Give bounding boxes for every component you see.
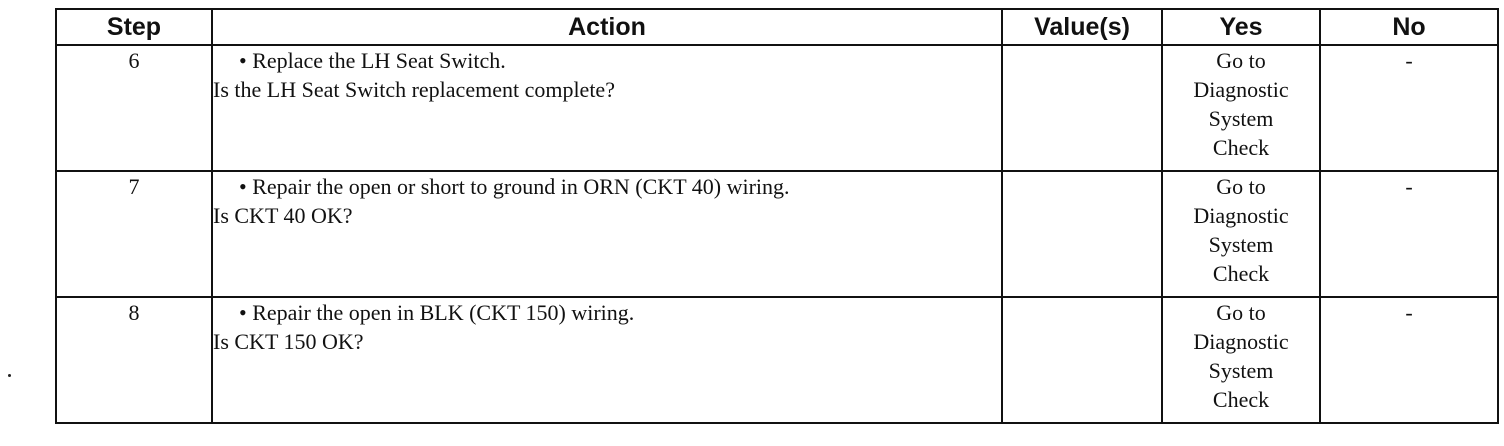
diagnostic-table: Step Action Value(s) Yes No 6 • Replace …: [55, 8, 1499, 424]
yes-text-line: Go to: [1216, 300, 1266, 325]
yes-text-line: System: [1208, 358, 1274, 383]
yes-text-line: System: [1208, 232, 1274, 257]
header-no: No: [1319, 8, 1499, 46]
yes-text-line: Diagnostic: [1193, 77, 1289, 102]
action-cell: • Replace the LH Seat Switch. Is the LH …: [211, 44, 1003, 172]
action-instruction: • Replace the LH Seat Switch.: [239, 48, 506, 73]
yes-cell: Go to Diagnostic System Check: [1161, 296, 1321, 424]
action-instruction: • Repair the open or short to ground in …: [239, 174, 790, 199]
action-instruction: • Repair the open in BLK (CKT 150) wirin…: [239, 300, 635, 325]
yes-text-line: Go to: [1216, 174, 1266, 199]
yes-text-line: System: [1208, 106, 1274, 131]
step-cell: 8: [55, 296, 213, 424]
header-row: Step Action Value(s) Yes No: [55, 8, 1499, 46]
yes-text-line: Go to: [1216, 48, 1266, 73]
yes-cell: Go to Diagnostic System Check: [1161, 170, 1321, 298]
no-cell: -: [1319, 170, 1499, 298]
values-cell: [1001, 44, 1163, 172]
yes-text-line: Diagnostic: [1193, 329, 1289, 354]
values-cell: [1001, 296, 1163, 424]
values-cell: [1001, 170, 1163, 298]
step-cell: 7: [55, 170, 213, 298]
yes-text-line: Check: [1212, 387, 1270, 412]
action-question: Is the LH Seat Switch replacement comple…: [213, 77, 615, 102]
stray-dot: [8, 374, 11, 377]
header-action: Action: [211, 8, 1003, 46]
no-cell: -: [1319, 44, 1499, 172]
table-row: 6 • Replace the LH Seat Switch. Is the L…: [55, 44, 1499, 172]
yes-text-line: Diagnostic: [1193, 203, 1289, 228]
step-cell: 6: [55, 44, 213, 172]
action-question: Is CKT 40 OK?: [213, 203, 353, 228]
yes-text-line: Check: [1212, 135, 1270, 160]
yes-cell: Go to Diagnostic System Check: [1161, 44, 1321, 172]
action-cell: • Repair the open in BLK (CKT 150) wirin…: [211, 296, 1003, 424]
header-step: Step: [55, 8, 213, 46]
header-yes: Yes: [1161, 8, 1321, 46]
header-values: Value(s): [1001, 8, 1163, 46]
table-row: 7 • Repair the open or short to ground i…: [55, 170, 1499, 298]
table-row: 8 • Repair the open in BLK (CKT 150) wir…: [55, 296, 1499, 424]
yes-text-line: Check: [1212, 261, 1270, 286]
action-question: Is CKT 150 OK?: [213, 329, 364, 354]
no-cell: -: [1319, 296, 1499, 424]
action-cell: • Repair the open or short to ground in …: [211, 170, 1003, 298]
